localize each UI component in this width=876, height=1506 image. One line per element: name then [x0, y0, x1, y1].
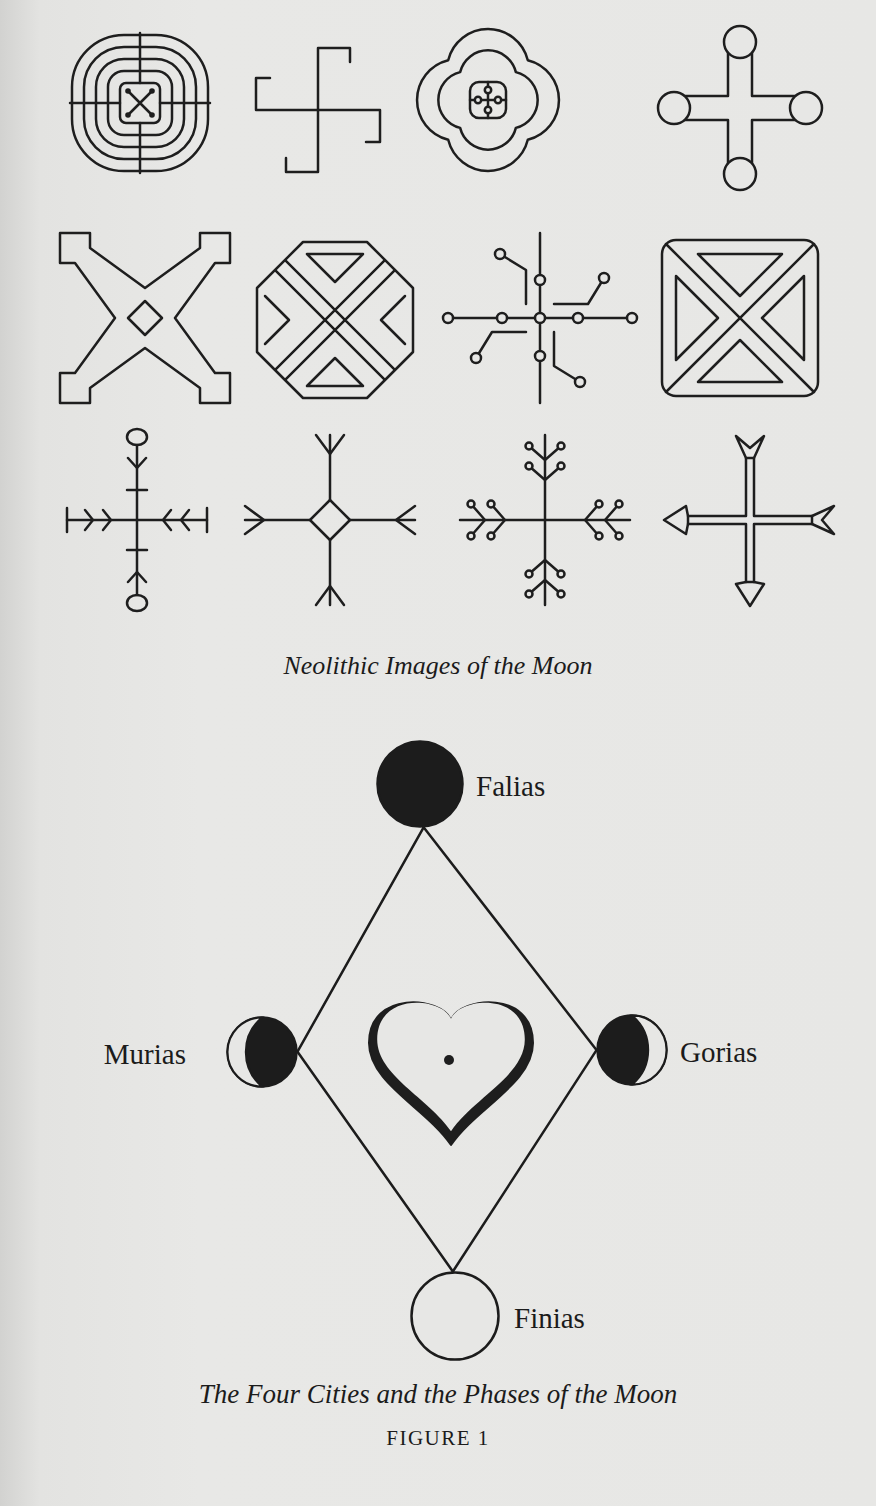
moon-city-node: Finias: [410, 1271, 500, 1361]
heart-symbol: [369, 1002, 533, 1145]
capsule-cross-symbol: [658, 26, 822, 190]
moon-phase-circle: [376, 740, 464, 828]
figure-caption: The Four Cities and the Phases of the Mo…: [0, 1378, 876, 1410]
tick-cross-symbol: [67, 429, 207, 611]
triangle-square-symbol: [662, 240, 818, 396]
diamond-star-symbol: [245, 435, 415, 605]
concentric-symbol: [70, 33, 210, 173]
moon-phase-circle: [596, 1014, 668, 1086]
octagon-symbol: [240, 225, 430, 415]
figure-caption: Neolithic Images of the Moon: [0, 650, 876, 681]
x-band-symbol: [60, 233, 230, 403]
branch-cross-symbol: [460, 435, 630, 605]
diamond-side: [297, 827, 423, 1051]
spoked-symbol: [443, 233, 637, 403]
city-label: Gorias: [680, 1035, 757, 1070]
moon-phase-circle: [226, 1016, 298, 1088]
diamond-side: [297, 1052, 452, 1272]
arrow-cross-symbol: [664, 436, 834, 606]
city-label: Falias: [476, 769, 545, 804]
city-label: Finias: [514, 1301, 585, 1336]
moon-city-node: Murias: [226, 1016, 298, 1088]
quatrefoil-symbol: [417, 29, 559, 171]
hooked-cross-symbol: [256, 48, 380, 172]
moon-city-node: Gorias: [596, 1014, 668, 1086]
city-label: Murias: [104, 1037, 186, 1072]
moon-city-node: Falias: [376, 740, 464, 828]
diamond-side: [453, 1050, 597, 1271]
diamond-side: [424, 827, 597, 1050]
moon-phase-circle: [410, 1271, 500, 1361]
figure-number: FIGURE 1: [0, 1426, 876, 1451]
